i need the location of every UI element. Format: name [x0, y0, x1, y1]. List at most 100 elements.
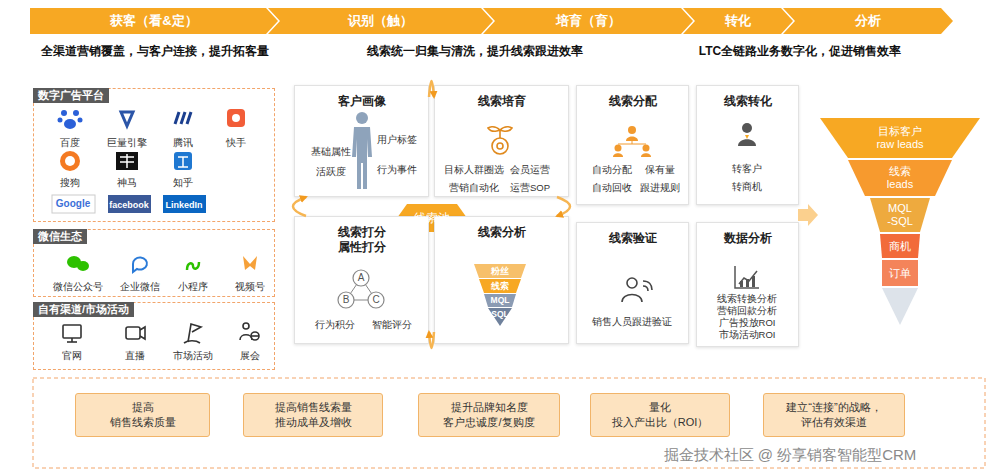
text-line: 建立“连接”的战略， — [786, 400, 881, 415]
text-line: 量化 — [612, 400, 709, 415]
item-label: 转客户 — [732, 163, 762, 175]
item-label: 行为积分 — [315, 319, 355, 331]
panel-heading: 微信生态 — [33, 229, 87, 244]
stage-subtitle: 全渠道营销覆盖，与客户连接，提升拓客量 — [41, 44, 269, 58]
node-text: 提高 销售线索质量 — [110, 400, 176, 430]
shape-fill — [820, 118, 980, 158]
item-label: 企业微信 — [120, 281, 160, 293]
text-line: 提升品牌知名度 — [443, 400, 534, 415]
panel-heading: 自有渠道/市场活动 — [33, 302, 134, 317]
node-text: 分析 — [855, 12, 881, 30]
stage-chevron: 识别（触） — [268, 8, 493, 34]
box-heading: 线索验证 — [577, 231, 688, 246]
node-text: 识别（触） — [348, 12, 413, 30]
stage-chevron: 转化 — [683, 8, 793, 34]
stage-subtitle: LTC全链路业务数字化，促进销售效率 — [699, 44, 901, 58]
item-label: 市场活动ROI — [719, 329, 776, 341]
node-text: 建立“连接”的战略， 评估有效渠道 — [786, 400, 881, 430]
text-line: 目标客户 — [876, 125, 923, 138]
item-label: 直播 — [125, 350, 145, 362]
item-label: 搜狗 — [60, 177, 80, 189]
shape-fill — [848, 160, 952, 196]
node-text: 转化 — [725, 12, 751, 30]
stage-chevron: 分析 — [783, 8, 953, 34]
box-heading: 线索培育 — [435, 94, 568, 109]
item-label: 线索转换分析 — [717, 293, 777, 305]
module-box: 线索培育 — [434, 85, 569, 197]
funnel-band-text: SQL — [491, 308, 508, 320]
item-label: 市场活动 — [173, 350, 213, 362]
funnel-band-text: 线索 — [491, 280, 509, 292]
cycle-arrow — [557, 197, 570, 216]
node-text: 目标客户 raw leads — [876, 125, 923, 151]
funnel-layer: 线索 leads — [848, 160, 952, 196]
funnel-band-text: 粉丝 — [491, 265, 509, 277]
funnel-layer: 目标客户 raw leads — [820, 118, 980, 158]
item-label: 销售人员跟进验证 — [592, 316, 672, 328]
logo-text: facebook — [109, 199, 149, 211]
node-text: 培育（育） — [556, 12, 621, 30]
node-text: 订单 — [889, 267, 911, 280]
funnel-band-text: MQL — [491, 294, 510, 306]
item-label: 展会 — [240, 350, 260, 362]
item-label: 跟进规则 — [640, 182, 680, 194]
item-label: 运营SOP — [510, 182, 550, 194]
box-heading: 客户画像 — [295, 94, 428, 109]
item-label: 基础属性 — [311, 146, 351, 158]
stage-chevron: 获客（看&定） — [30, 8, 278, 34]
benefit-box: 提升品牌知名度 客户忠诚度/复购度 — [418, 393, 560, 437]
item-label: 目标人群圈选 — [444, 164, 504, 176]
cycle-arrow — [429, 81, 434, 97]
watermark: 掘金技术社区 @ 纷享销客智能型CRM — [664, 446, 917, 464]
text-line: 客户忠诚度/复购度 — [443, 415, 534, 430]
grade-letter: B — [343, 294, 350, 306]
item-label: 会员运营 — [510, 164, 550, 176]
text-line: 线索 — [887, 165, 913, 178]
item-label: 官网 — [62, 350, 82, 362]
item-label: 营销自动化 — [449, 182, 499, 194]
text-line: 线索打分 — [295, 225, 428, 240]
benefit-box: 提高销售线索量 推动成单及增收 — [243, 393, 383, 437]
benefit-box: 提高 销售线索质量 — [75, 393, 210, 437]
text-line: 推动成单及增收 — [275, 415, 352, 430]
shape-fill — [783, 8, 953, 34]
box-heading: 线索转化 — [697, 94, 798, 109]
shape-fill — [880, 234, 920, 258]
benefit-box: 建立“连接”的战略， 评估有效渠道 — [763, 393, 905, 437]
text-line: 提高 — [110, 400, 176, 415]
item-label: 活跃度 — [316, 166, 346, 178]
shape-fill — [268, 8, 493, 34]
text-line: 评估有效渠道 — [786, 415, 881, 430]
item-label: 百度 — [60, 137, 80, 149]
grade-letter: A — [358, 272, 365, 284]
item-label: 视频号 — [235, 281, 265, 293]
item-label: 微信公众号 — [53, 281, 103, 293]
shape-fill — [483, 8, 693, 34]
cycle-arrow — [429, 332, 434, 348]
stage-subtitle: 线索统一归集与清洗，提升线索跟进效率 — [367, 44, 583, 58]
benefit-panel — [33, 378, 985, 468]
box-heading: 线索打分 属性打分 — [295, 225, 428, 255]
box-heading: 数据分析 — [697, 231, 798, 246]
text-line: 投入产出比（ROI） — [612, 415, 709, 430]
box-heading: 线索分配 — [577, 94, 688, 109]
item-label: 行为事件 — [377, 164, 417, 176]
item-label: 智能评分 — [372, 319, 412, 331]
item-label: 广告投放ROI — [719, 317, 776, 329]
node-text: MQL -SQL — [887, 202, 913, 228]
shape-fill — [882, 260, 918, 286]
text-line: 属性打分 — [295, 240, 428, 255]
shape-fill — [683, 8, 793, 34]
text-line: 销售线索质量 — [110, 415, 176, 430]
text-line: 提高销售线索量 — [275, 400, 352, 415]
item-label: 自动分配 — [592, 164, 632, 176]
item-label: 用户标签 — [377, 134, 417, 146]
text-line: -SQL — [887, 215, 913, 228]
logo-text: LinkedIn — [165, 199, 202, 211]
panel-heading: 数字广告平台 — [33, 88, 109, 103]
funnel-layer: 商机 — [880, 234, 920, 258]
item-label: 快手 — [226, 137, 246, 149]
item-label: 知乎 — [173, 177, 193, 189]
item-label: 营销回款分析 — [717, 305, 777, 317]
